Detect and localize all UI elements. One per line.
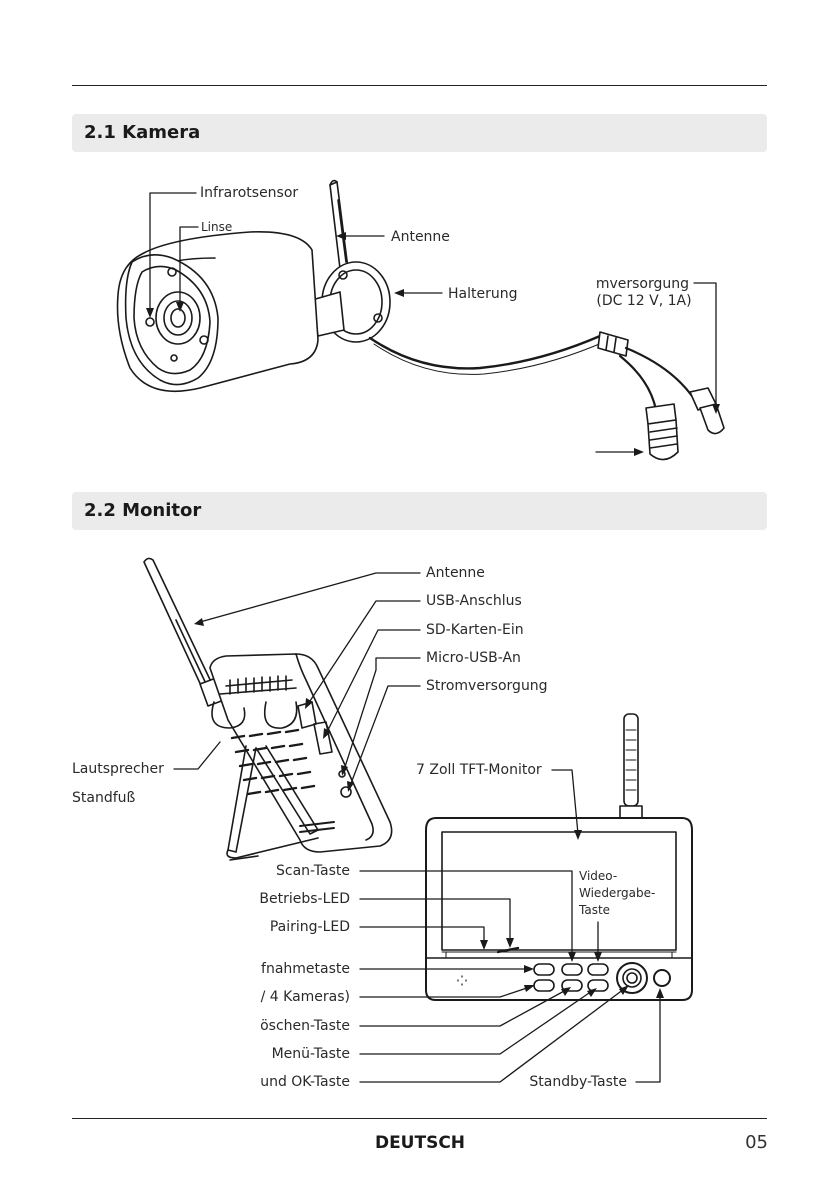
monitor-back-illustration [143,557,393,861]
label-camera-power-line2: (DC 12 V, 1A) [596,293,692,309]
label-record-button: fnahmetaste [261,961,350,977]
label-usb-port: USB-Anschlus [426,593,522,609]
footer-rule [72,1118,767,1119]
label-camera-antenna: Antenne [391,229,450,245]
label-pairing-led: Pairing-LED [269,919,350,935]
label-sd-slot: SD-Karten-Ein [426,622,524,638]
label-camera-power-line1: mversorgung [595,276,689,292]
page-number: 05 [745,1132,768,1153]
section-camera-title: 2.1 Kamera [72,114,767,152]
label-playback-line2: Wiedergabe- [579,886,656,900]
label-speaker: Lautsprecher [72,761,164,777]
footer-language: DEUTSCH [374,1133,466,1153]
label-operation-led: Betriebs-LED [259,891,350,907]
label-infrared-sensor: Infrarotsensor [200,185,299,201]
label-delete-button: öschen-Taste [260,1018,350,1034]
label-lens: Linse [201,220,233,234]
label-monitor-power: Stromversorgung [426,678,548,694]
label-standby-button: Standby-Taste [529,1074,627,1090]
label-mount: Halterung [448,286,518,302]
label-playback-line1: Video- [579,869,618,883]
label-micro-usb: Micro-USB-An [426,650,521,666]
section-monitor-title: 2.2 Monitor [72,492,767,530]
label-stand: Standfuß [72,790,136,806]
header-rule [72,85,767,86]
label-playback-line3: Taste [579,903,611,917]
label-ok-button: und OK-Taste [260,1074,350,1090]
label-menu-button: Menü-Taste [271,1046,350,1062]
label-monitor-antenna: Antenne [426,565,485,581]
camera-illustration [116,179,725,461]
monitor-front-illustration [425,713,693,1001]
label-quad-view: / 4 Kameras) [260,989,350,1005]
label-tft-monitor: 7 Zoll TFT-Monitor [416,762,542,778]
label-scan-button: Scan-Taste [275,863,350,879]
